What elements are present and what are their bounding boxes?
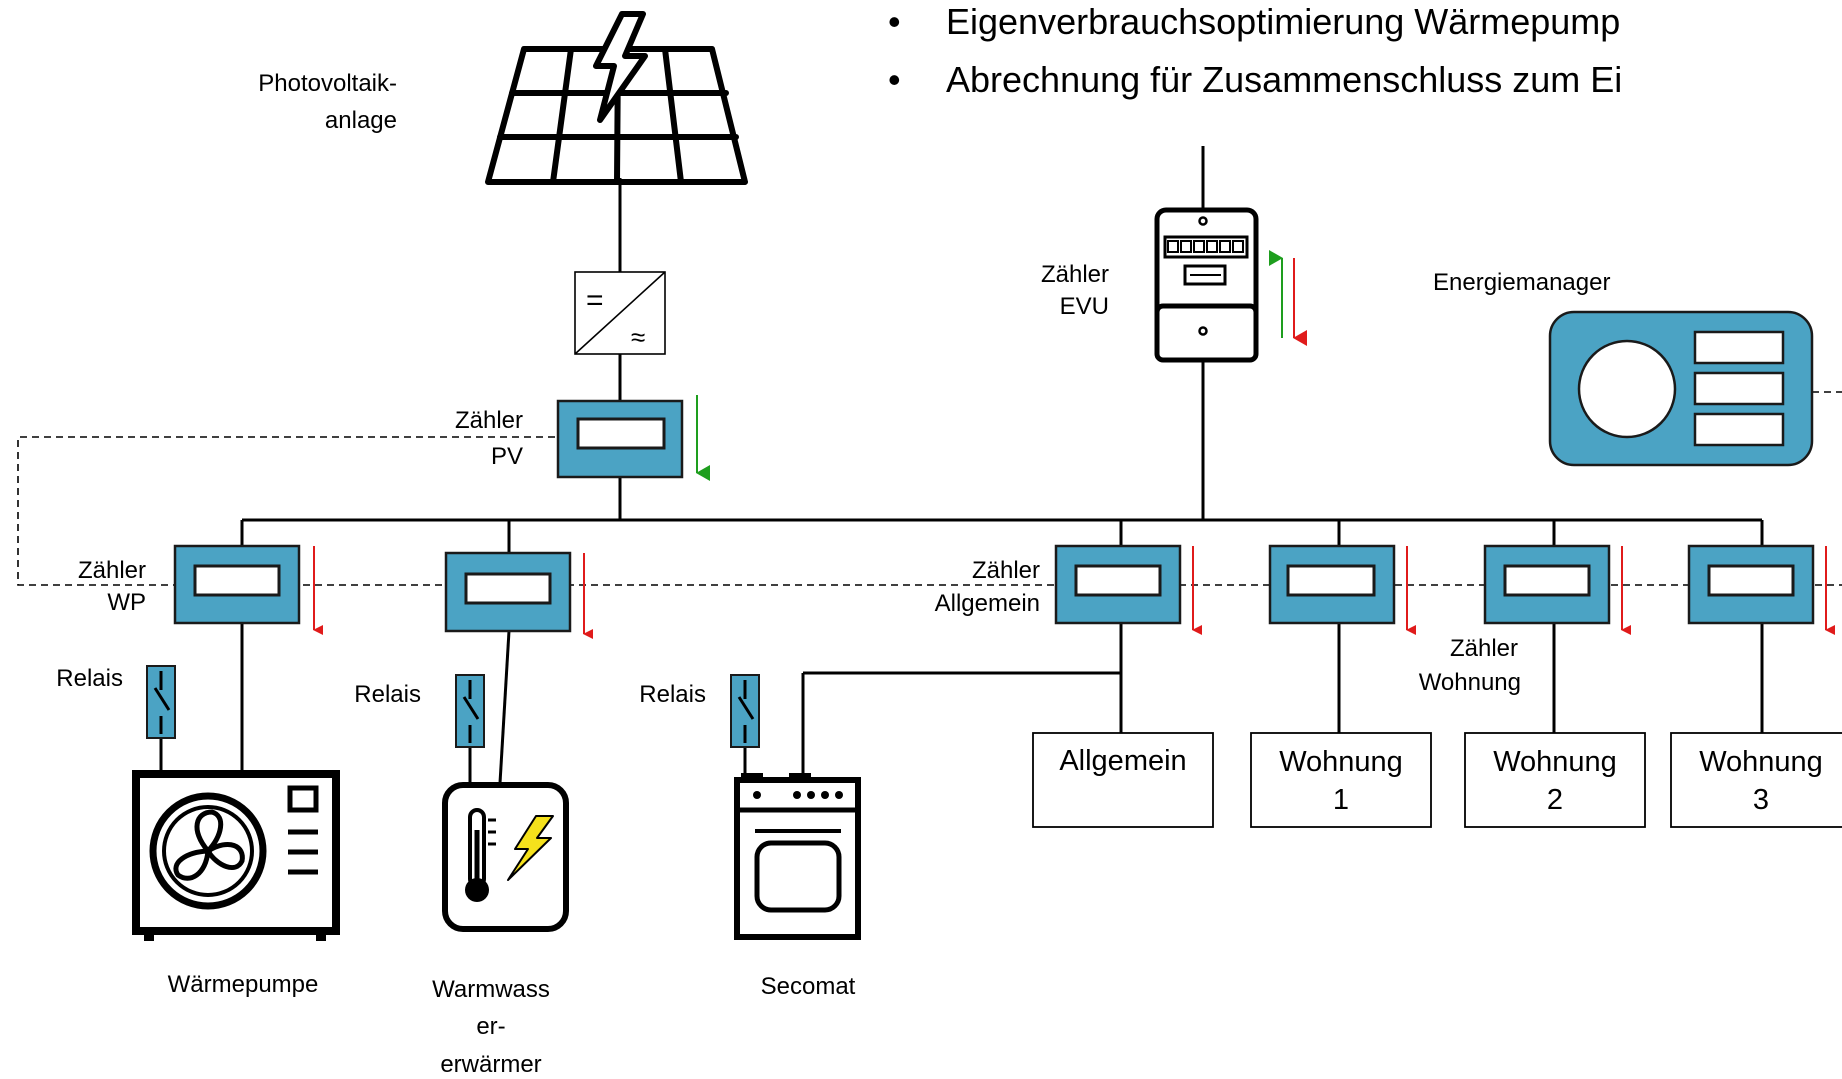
meter-pv-label: Zähler [455,407,523,434]
meter-pv [556,399,684,479]
meter-apartment-1 [1268,544,1396,625]
inverter-ac-symbol: ≈ [631,322,645,352]
consumer-label: Wohnung [1493,746,1617,778]
bullet-item-2: Abrechnung für Zusammenschluss zum Ei [946,59,1622,100]
relay-label: Relais [639,681,706,708]
consumer-label: Wohnung [1699,746,1823,778]
meter-wp [173,544,301,625]
meter-general-label: Allgemein [935,590,1040,617]
heat-pump-label: Wärmepumpe [168,971,319,998]
meter-apartment-2 [1483,544,1611,625]
meter-wp-label: Zähler [78,557,146,584]
relay-icon [146,665,176,739]
bullet-marker: • [888,1,901,42]
consumer-label: 3 [1753,784,1769,816]
meter-water-heater [444,551,572,633]
meter-apartment-3 [1687,544,1815,625]
meter-wp-label: WP [107,589,146,616]
bullet-list: • Eigenverbrauchsoptimierung Wärmepump •… [888,1,1622,100]
inverter-dc-symbol: = [586,284,604,317]
stove-icon [734,773,861,940]
relay-label: Relais [56,665,123,692]
consumer-label: 2 [1547,784,1563,816]
inverter-icon: = ≈ [574,271,666,355]
water-heater-label: erwärmer [440,1051,541,1078]
bullet-item-1: Eigenverbrauchsoptimierung Wärmepump [946,1,1620,42]
consumer-box: Allgemein [1032,732,1214,828]
meter-apartment-label: Zähler [1450,635,1518,662]
secomat-label: Secomat [761,973,856,1000]
relay-label: Relais [354,681,421,708]
energy-manager-label: Energiemanager [1433,269,1610,296]
pv-label: Photovoltaik- [258,70,397,97]
heat-pump-icon [132,770,340,941]
bullet-marker: • [888,59,901,100]
meter-pv-label: PV [491,443,523,470]
consumer-box: Wohnung 1 [1250,732,1432,828]
relay-icon [455,674,485,748]
consumer-box: Wohnung 3 [1670,732,1842,828]
water-heater-label: Warmwass [432,976,550,1003]
meter-evu-label: EVU [1060,293,1109,320]
grid-meter-icon [1154,207,1259,363]
consumer-label: 1 [1333,784,1349,816]
meter-evu-label: Zähler [1041,261,1109,288]
pv-label: anlage [325,107,397,134]
meter-apartment-label: Wohnung [1419,669,1521,696]
consumer-label: Allgemein [1059,745,1186,777]
consumer-box: Wohnung 2 [1464,732,1646,828]
relay-icon [730,674,760,748]
water-heater-label: er- [476,1013,505,1040]
water-heater-icon [442,782,569,932]
meter-general [1054,544,1182,625]
consumer-label: Wohnung [1279,746,1403,778]
meter-general-label: Zähler [972,557,1040,584]
energy-manager-icon [1548,310,1814,467]
wiring [159,146,1764,784]
solar-panel-icon [485,11,748,185]
